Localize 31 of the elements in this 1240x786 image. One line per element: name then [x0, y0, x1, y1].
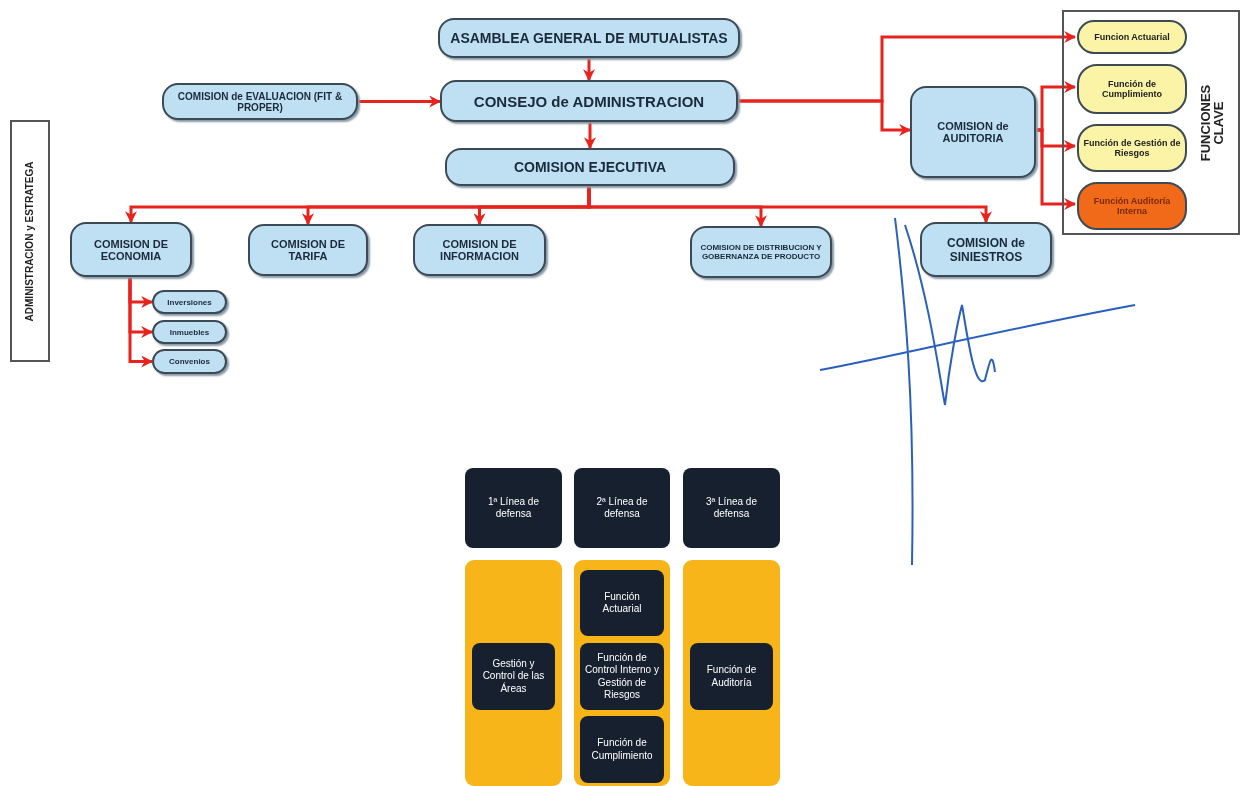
vertical-heading: ADMINISTRACION y ESTRATEGA	[24, 161, 36, 321]
column-panel	[683, 560, 780, 786]
committee-box: COMISION de AUDITORIA	[910, 86, 1036, 178]
committee-box: COMISION DE ECONOMIA	[70, 222, 192, 277]
function-box: Función de Gestión de Riesgos	[1077, 124, 1187, 172]
column-panel	[465, 560, 562, 786]
committee-box: CONSEJO de ADMINISTRACION	[440, 80, 738, 122]
arrow	[738, 99, 912, 136]
committee-box: COMISION DE DISTRIBUCION Y GOBERNANZA DE PRODUCTO	[690, 226, 832, 278]
committee-box: ASAMBLEA GENERAL DE MUTUALISTAS	[438, 18, 740, 58]
key-functions-panel	[1062, 10, 1240, 235]
committee-box: COMISION EJECUTIVA	[445, 148, 735, 186]
committee-box: COMISION DE INFORMACION	[413, 224, 546, 276]
side-label-box	[10, 120, 50, 362]
vertical-heading: FUNCIONES CLAVE	[1199, 83, 1225, 163]
column-panel	[574, 560, 670, 786]
committee-box: COMISION de SINIESTROS	[920, 222, 1052, 277]
arrow	[1036, 128, 1077, 210]
arrow	[583, 58, 595, 82]
function-box: Función Auditoría Interna	[1077, 182, 1187, 230]
arrow	[587, 186, 992, 224]
function-box: Funcion Actuarial	[1077, 20, 1187, 54]
arrow	[584, 122, 596, 150]
function-box: Función de Cumplimiento	[1077, 64, 1187, 114]
arrow	[128, 277, 154, 368]
committee-box: COMISION de EVALUACION (FIT & PROPER)	[162, 83, 358, 120]
committee-box: Inmuebles	[152, 320, 227, 344]
arrow	[358, 95, 442, 108]
committee-box: COMISION DE TARIFA	[248, 224, 368, 276]
committee-box: Convenios	[152, 349, 227, 374]
committee-box: Inversiones	[152, 290, 227, 314]
